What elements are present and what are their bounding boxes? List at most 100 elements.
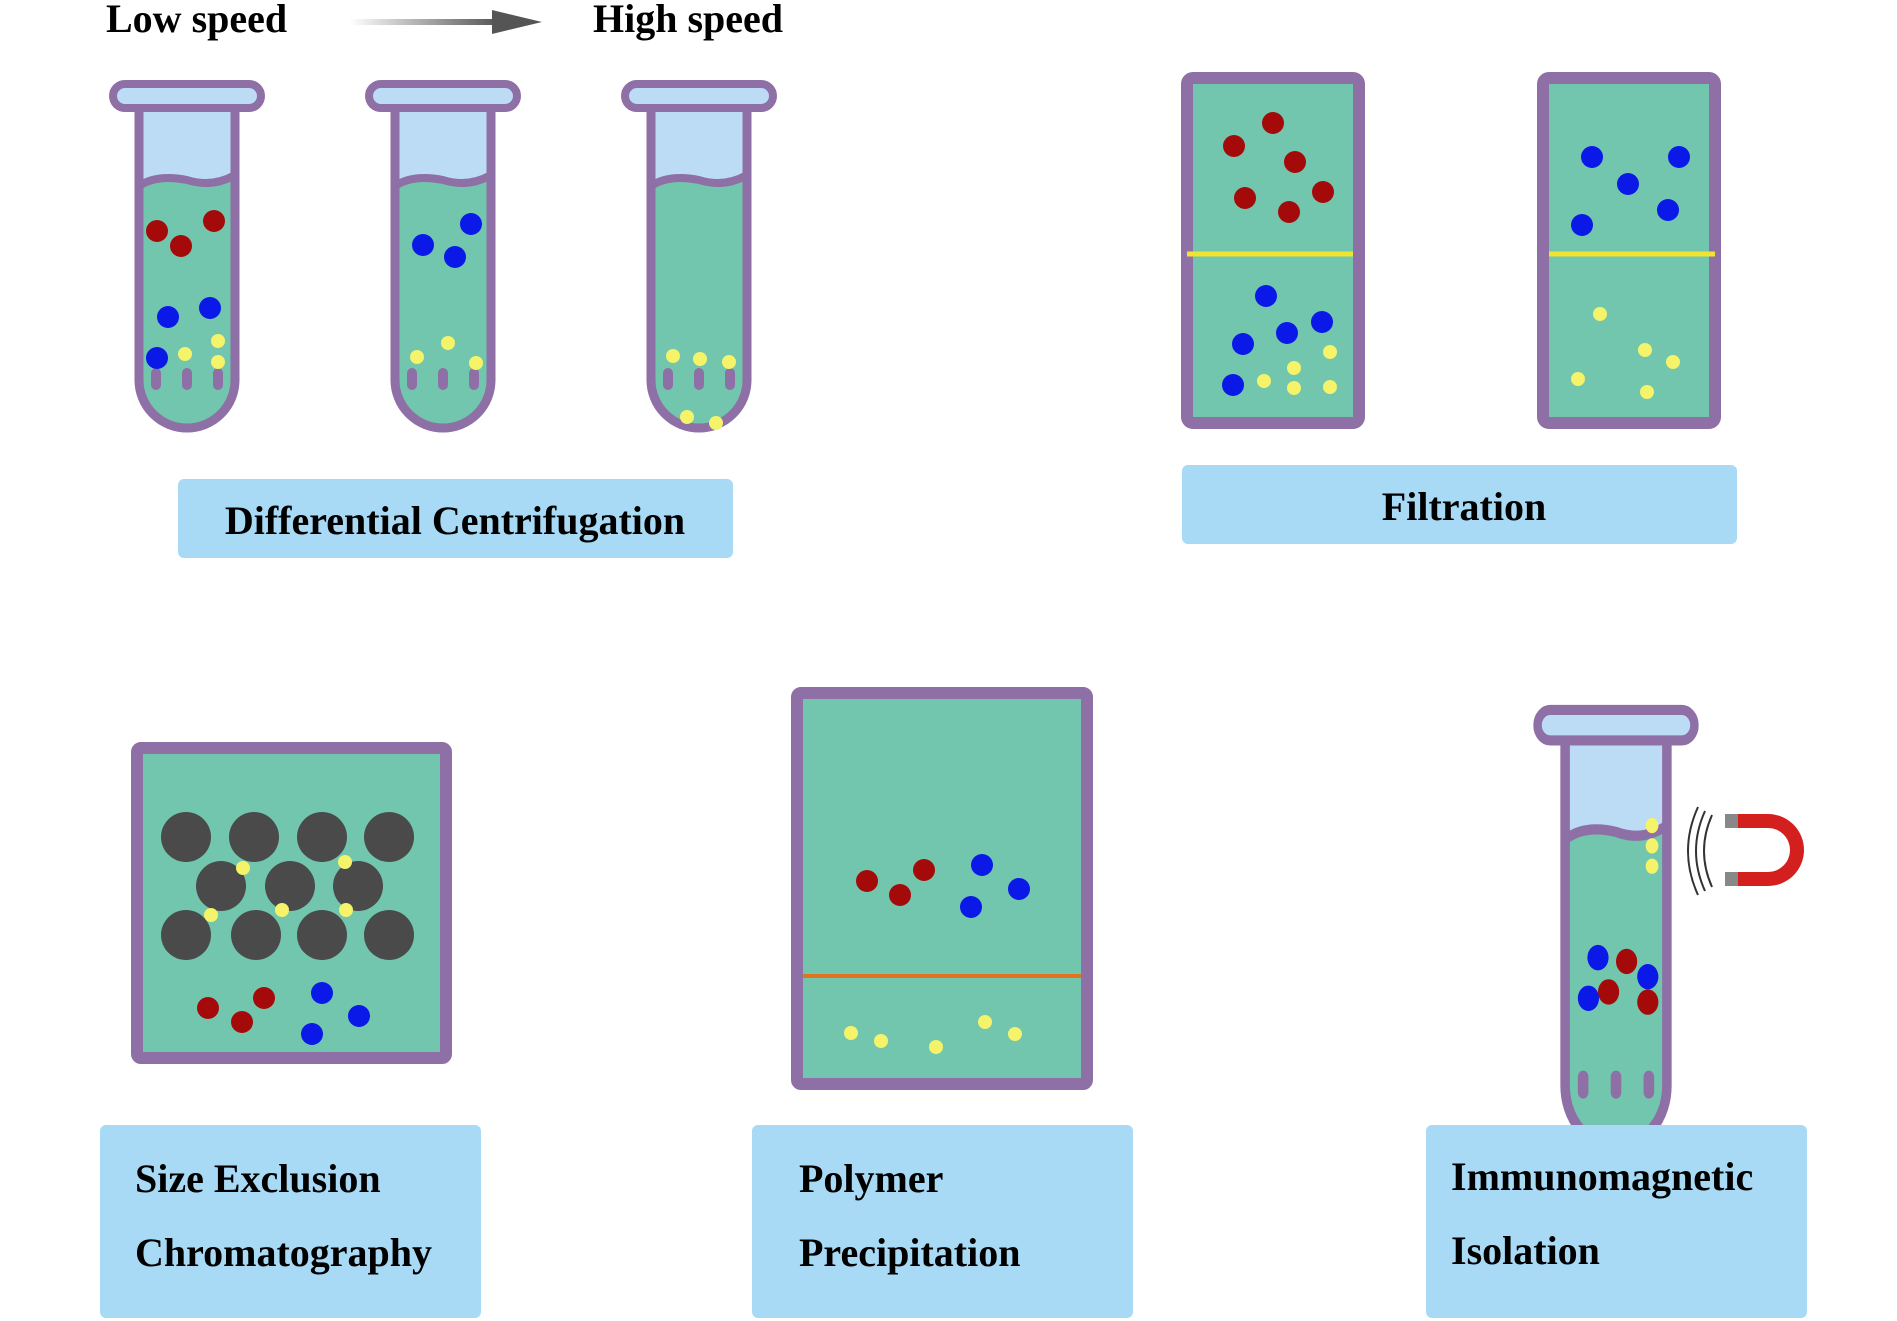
red-particle xyxy=(231,1011,253,1033)
blue-particle xyxy=(1232,333,1254,355)
size-exclusion-label-box xyxy=(100,1125,481,1318)
red-particle xyxy=(1637,989,1659,1015)
red-particle xyxy=(889,884,911,906)
arrow-right-icon xyxy=(350,10,542,34)
red-particle xyxy=(1223,135,1245,157)
blue-particle xyxy=(1222,374,1244,396)
immunomagnetic-isolation-label-line1: Immunomagnetic xyxy=(1451,1154,1753,1199)
red-particle xyxy=(1312,181,1334,203)
red-particle xyxy=(170,235,192,257)
porous-bead xyxy=(297,910,347,960)
size-exclusion-label-line2: Chromatography xyxy=(135,1230,432,1275)
yellow-particle xyxy=(1287,361,1301,375)
polymer-precipitation-label-box xyxy=(752,1125,1133,1318)
porous-bead xyxy=(333,861,383,911)
blue-particle xyxy=(960,896,982,918)
yellow-particle xyxy=(722,355,736,369)
blue-particle xyxy=(444,246,466,268)
differential-centrifugation-label: Differential Centrifugation xyxy=(225,498,685,543)
yellow-particle xyxy=(709,416,723,430)
blue-particle xyxy=(1577,985,1600,1011)
porous-bead xyxy=(231,910,281,960)
yellow-particle xyxy=(1257,374,1271,388)
blue-particle xyxy=(412,234,434,256)
differential-centrifugation-label-box xyxy=(178,479,733,558)
yellow-particle xyxy=(1323,345,1337,359)
porous-bead xyxy=(161,812,211,862)
polymer-precipitation-label-line2: Precipitation xyxy=(799,1230,1020,1275)
yellow-particle xyxy=(978,1015,992,1029)
yellow-particle xyxy=(178,347,192,361)
red-particle xyxy=(1284,151,1306,173)
porous-bead xyxy=(229,812,279,862)
blue-particle xyxy=(1637,963,1659,990)
yellow-particle xyxy=(1645,858,1659,874)
yellow-particle xyxy=(666,349,680,363)
porous-bead xyxy=(297,812,347,862)
centrifuge-tube-medium xyxy=(369,84,517,428)
immunomagnetic-tube xyxy=(1538,710,1695,1147)
yellow-particle xyxy=(680,410,694,424)
yellow-particle xyxy=(204,908,218,922)
yellow-particle xyxy=(211,355,225,369)
porous-bead xyxy=(364,812,414,862)
red-particle xyxy=(197,997,219,1019)
yellow-particle xyxy=(1593,307,1607,321)
blue-particle xyxy=(1668,146,1690,168)
red-particle xyxy=(203,210,225,232)
blue-particle xyxy=(146,347,168,369)
magnet-icon xyxy=(1725,814,1804,886)
yellow-particle xyxy=(1571,372,1585,386)
red-particle xyxy=(1616,948,1638,975)
yellow-particle xyxy=(1287,381,1301,395)
yellow-particle xyxy=(339,903,353,917)
yellow-particle xyxy=(236,861,250,875)
blue-particle xyxy=(157,306,179,328)
yellow-particle xyxy=(1645,817,1659,834)
yellow-particle xyxy=(1638,343,1652,357)
red-particle xyxy=(146,220,168,242)
yellow-particle xyxy=(1640,385,1654,399)
yellow-particle xyxy=(469,356,483,370)
high-speed-label: High speed xyxy=(593,0,783,41)
yellow-particle xyxy=(410,350,424,364)
blue-particle xyxy=(311,982,333,1004)
blue-particle xyxy=(1571,214,1593,236)
yellow-particle xyxy=(338,855,352,869)
yellow-particle xyxy=(693,352,707,366)
red-particle xyxy=(1597,979,1620,1005)
blue-particle xyxy=(971,854,993,876)
blue-particle xyxy=(301,1023,323,1045)
blue-particle xyxy=(460,213,482,235)
red-particle xyxy=(1234,187,1256,209)
immunomagnetic-isolation-label-line2: Isolation xyxy=(1451,1228,1600,1273)
red-particle xyxy=(913,859,935,881)
polymer-precipitation-label-line1: Polymer xyxy=(799,1156,943,1201)
filtration-label-box xyxy=(1182,465,1737,544)
centrifuge-tube-high xyxy=(625,84,773,430)
size-exclusion-column xyxy=(131,742,452,1064)
blue-particle xyxy=(1008,878,1030,900)
red-particle xyxy=(1262,112,1284,134)
porous-bead xyxy=(364,910,414,960)
porous-bead xyxy=(161,910,211,960)
yellow-particle xyxy=(275,903,289,917)
blue-particle xyxy=(1617,173,1639,195)
blue-particle xyxy=(1581,146,1603,168)
centrifuge-tube-low xyxy=(113,84,261,428)
low-speed-label: Low speed xyxy=(106,0,287,41)
yellow-particle xyxy=(874,1034,888,1048)
yellow-particle xyxy=(1323,380,1337,394)
immunomagnetic-isolation-label-box xyxy=(1426,1125,1807,1318)
magnetic-field-icon xyxy=(1687,806,1713,896)
red-particle xyxy=(856,870,878,892)
yellow-particle xyxy=(929,1040,943,1054)
blue-particle xyxy=(348,1005,370,1027)
blue-particle xyxy=(1657,199,1679,221)
yellow-particle xyxy=(441,336,455,350)
blue-particle xyxy=(1276,322,1298,344)
filtration-chamber-before xyxy=(1181,72,1365,429)
yellow-particle xyxy=(844,1026,858,1040)
filtration-label: Filtration xyxy=(1382,484,1546,529)
